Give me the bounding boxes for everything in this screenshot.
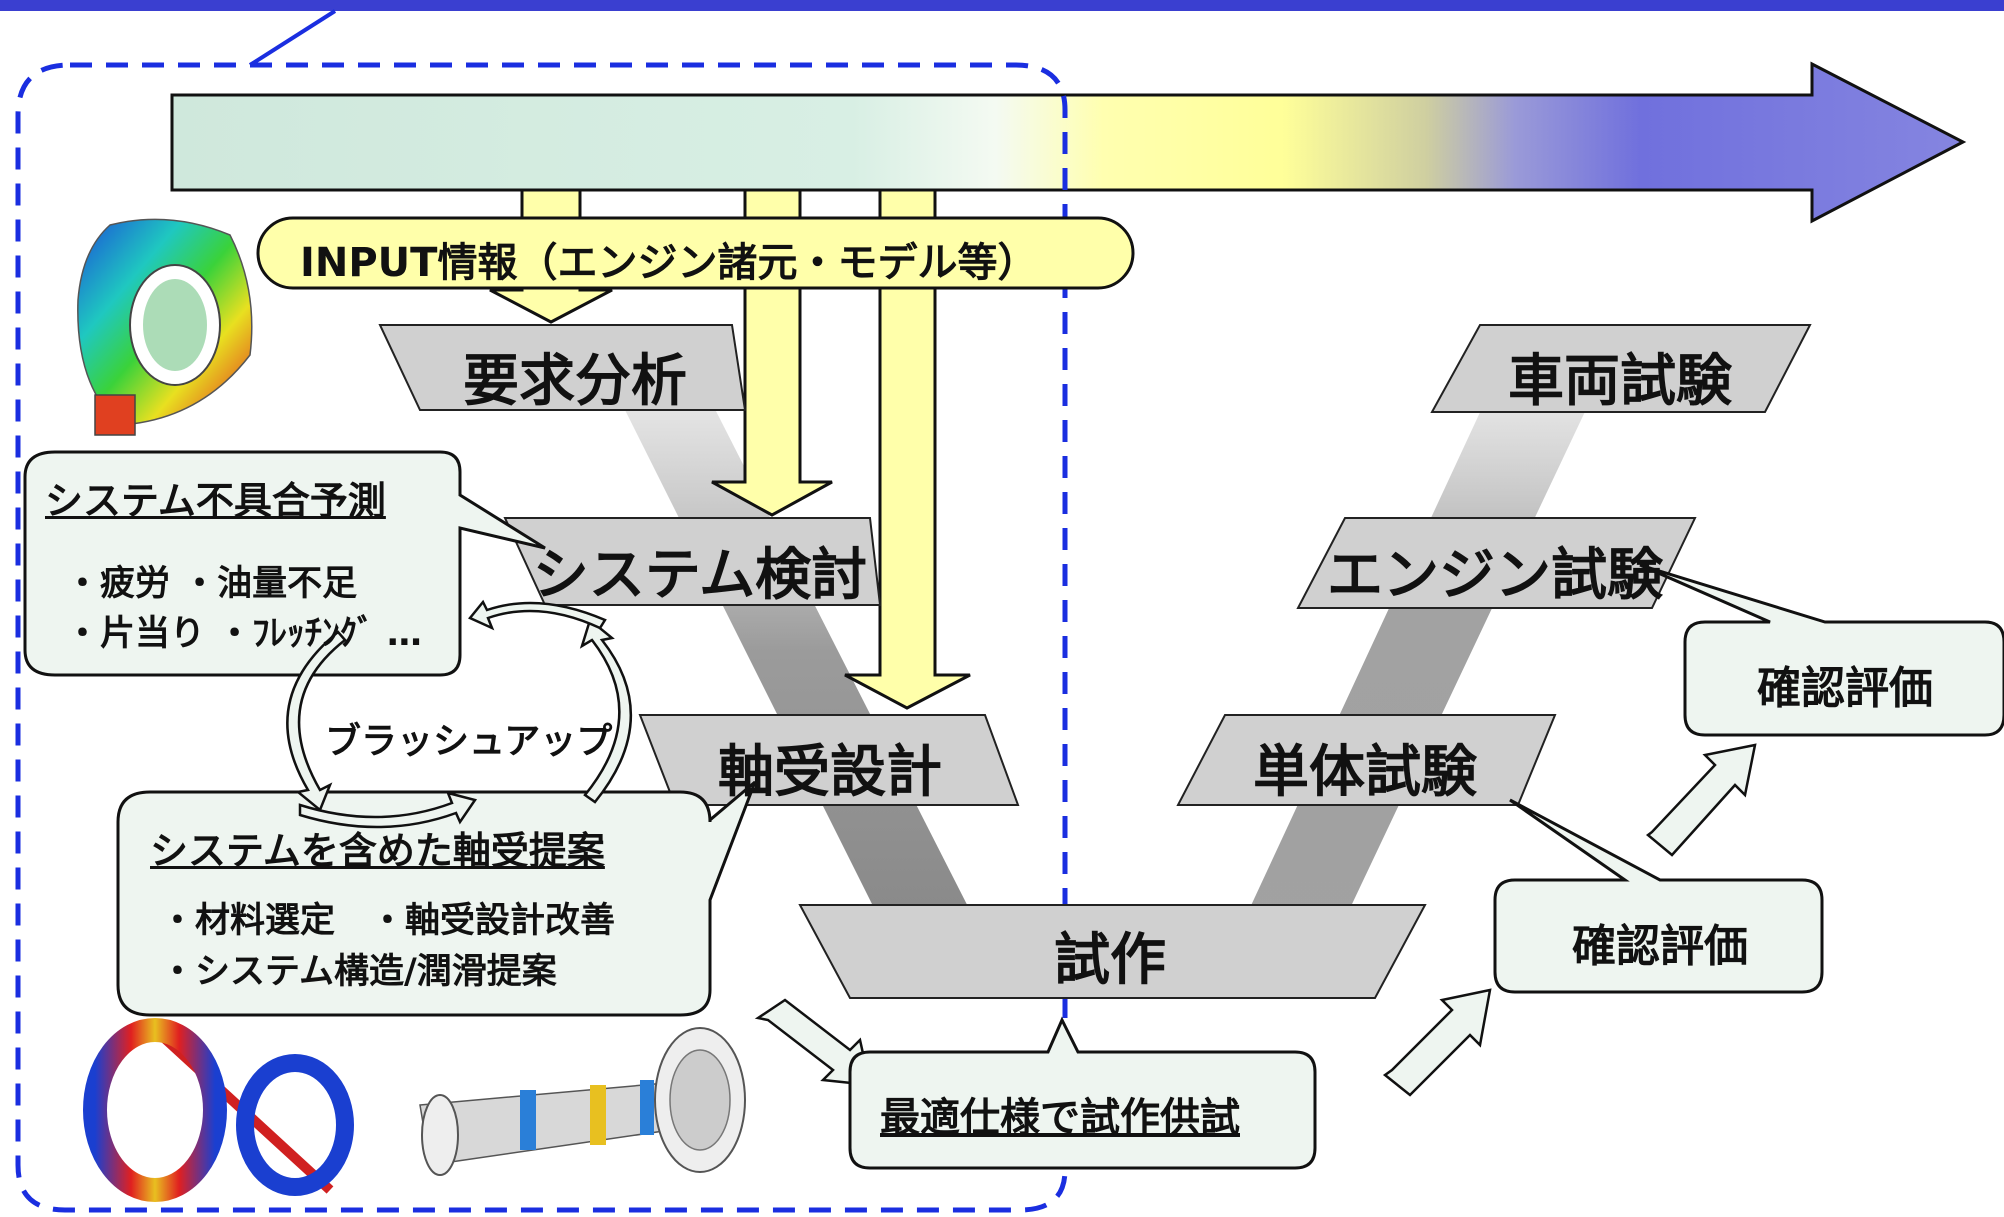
crankshaft-model-image (419, 1027, 746, 1176)
proposal-callout (116, 780, 757, 1017)
confirm-eval-2-label: 確認評価 (1757, 663, 1933, 714)
v-shape-right-shadow (1235, 380, 1600, 940)
prediction-callout-line2: ・片当り ・ﾌﾚｯﾁﾝｸﾞ … (65, 614, 422, 654)
prediction-callout-title: システム不具合予測 (45, 479, 386, 523)
vehicle-test-label: 車両試験 (1508, 349, 1732, 414)
input-info-label: INPUT情報（エンジン諸元・モデル等） (300, 240, 1038, 286)
bearing-design-label: 軸受設計 (718, 740, 942, 805)
proposal-callout-title: システムを含めた軸受提案 (150, 829, 605, 873)
input-info-pill (256, 216, 1135, 290)
proposal-callout-line2: ・システム構造/潤滑提案 (160, 952, 557, 992)
brushup-label: ブラッシュアップ (325, 721, 613, 762)
system-study-box (503, 517, 882, 606)
engine-test-label: エンジン試験 (1327, 543, 1663, 608)
confirm-eval-1-box (1493, 798, 1824, 994)
confirm-eval-1-label: 確認評価 (1572, 921, 1748, 972)
scope-dashed-border (15, 62, 1068, 1213)
optimal-spec-box (848, 1016, 1317, 1170)
prototype-box (798, 904, 1427, 999)
arrow-to-confirm-eval-1 (1382, 988, 1492, 1097)
engine-test-box (1296, 517, 1697, 609)
header-connector-line (248, 9, 337, 67)
prediction-callout-line1: ・疲労 ・油量不足 (65, 564, 358, 604)
system-study-label: システム検討 (532, 543, 868, 608)
prediction-callout (23, 450, 546, 677)
optimal-spec-label: 最適仕様で試作供試 (880, 1095, 1240, 1141)
bearing-design-box (638, 714, 1020, 806)
header-bar (0, 0, 2004, 11)
prototype-label: 試作 (1054, 928, 1166, 993)
vehicle-test-box (1430, 324, 1812, 413)
proposal-callout-line1: ・材料選定 ・軸受設計改善 (160, 901, 616, 941)
brushup-cycle-icon (286, 599, 632, 829)
requirement-analysis-box (378, 324, 747, 411)
unit-test-label: 単体試験 (1253, 740, 1477, 805)
fea-bearing-rings-image (83, 1018, 354, 1202)
arrow-to-confirm-eval-2 (1645, 743, 1757, 857)
fea-bearing-housing-image (77, 218, 253, 436)
confirm-eval-2-box (1639, 563, 2004, 737)
requirement-analysis-label: 要求分析 (463, 349, 687, 414)
